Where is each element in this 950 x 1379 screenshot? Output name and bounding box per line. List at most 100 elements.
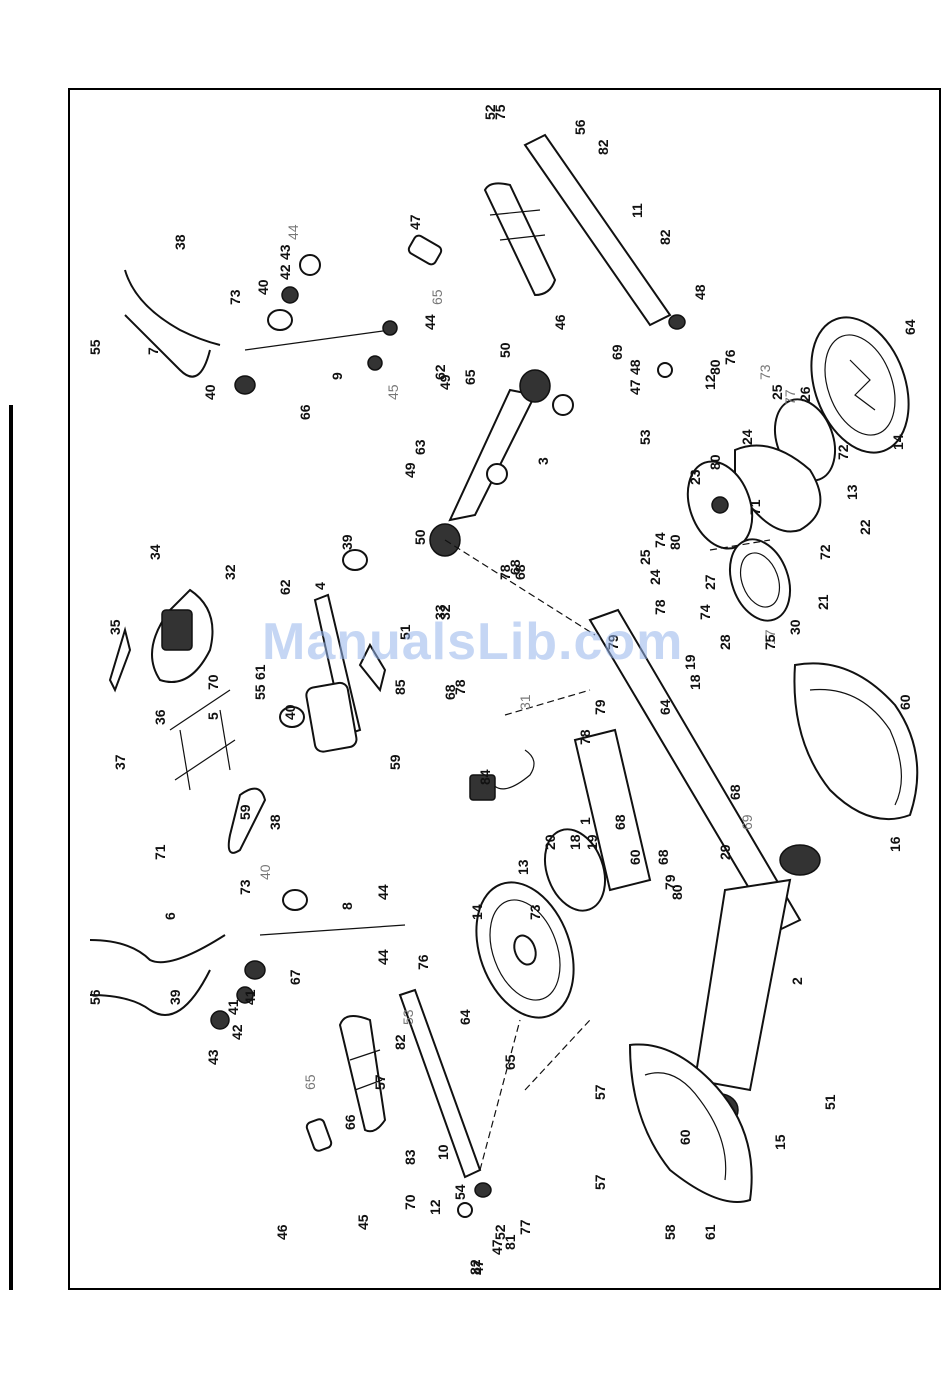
callout: 76 bbox=[415, 954, 431, 970]
drive-gear bbox=[729, 538, 791, 622]
disc-left bbox=[544, 828, 606, 912]
right-pedal-arm bbox=[407, 133, 686, 378]
callout: 60 bbox=[677, 1129, 693, 1145]
main-frame-tube bbox=[573, 608, 802, 934]
callout: 65 bbox=[502, 1054, 518, 1070]
callout: 23 bbox=[687, 469, 703, 485]
callout: 85 bbox=[392, 679, 408, 695]
callout: 9 bbox=[329, 372, 345, 380]
callout: 43 bbox=[205, 1049, 221, 1065]
exploded-parts-diagram: 1 2 3 4 5 6 7 8 9 10 11 12 12 13 13 14 1… bbox=[87, 104, 919, 1275]
callout: 58 bbox=[662, 1224, 678, 1240]
callout: 32 bbox=[222, 564, 238, 580]
callout: 4 bbox=[312, 582, 328, 590]
callout: 54 bbox=[452, 1184, 468, 1200]
callout: 47 bbox=[407, 214, 423, 230]
callout: 47 bbox=[470, 1259, 486, 1275]
console-unit bbox=[108, 588, 214, 693]
callout: 59 bbox=[237, 804, 253, 820]
callout: 40 bbox=[257, 864, 273, 880]
callout: 12 bbox=[702, 374, 718, 390]
callout: 65 bbox=[302, 1074, 318, 1090]
callout: 55 bbox=[252, 684, 268, 700]
callout: 66 bbox=[342, 1114, 358, 1130]
callout: 30 bbox=[787, 619, 803, 635]
assembly-guide-lines bbox=[444, 539, 771, 1171]
callout: 75 bbox=[492, 104, 508, 120]
callout: 68 bbox=[512, 564, 528, 580]
callout: 49 bbox=[402, 462, 418, 478]
callout: 65 bbox=[462, 369, 478, 385]
callout: 68 bbox=[727, 784, 743, 800]
callout: 75 bbox=[762, 634, 778, 650]
callout: 79 bbox=[592, 699, 608, 715]
callout: 39 bbox=[339, 534, 355, 550]
callout: 51 bbox=[397, 624, 413, 640]
callout: 13 bbox=[515, 859, 531, 875]
callout: 45 bbox=[385, 384, 401, 400]
callout: 14 bbox=[890, 434, 906, 450]
callout: 3 bbox=[535, 457, 551, 465]
callout: 7 bbox=[145, 347, 161, 355]
callout: 80 bbox=[667, 534, 683, 550]
callout: 52 bbox=[482, 104, 498, 120]
callout: 35 bbox=[107, 619, 123, 635]
callout: 22 bbox=[857, 519, 873, 535]
callout: 17 bbox=[762, 629, 778, 645]
part-callouts: 1 2 3 4 5 6 7 8 9 10 11 12 12 13 13 14 1… bbox=[87, 104, 918, 1275]
callout: 78 bbox=[652, 599, 668, 615]
shroud-left bbox=[628, 1043, 753, 1203]
callout: 44 bbox=[422, 314, 438, 330]
callout: 72 bbox=[817, 544, 833, 560]
flywheel-right bbox=[810, 316, 910, 454]
callout: 6 bbox=[162, 912, 178, 920]
callout: 73 bbox=[237, 879, 253, 895]
callout: 31 bbox=[517, 694, 533, 710]
callout: 24 bbox=[739, 429, 755, 445]
callout: 50 bbox=[497, 342, 513, 358]
callout: 82 bbox=[657, 229, 673, 245]
shroud-right bbox=[793, 662, 919, 821]
callout: 63 bbox=[412, 439, 428, 455]
callout: 77 bbox=[517, 1219, 533, 1235]
callout: 83 bbox=[402, 1149, 418, 1165]
callout: 80 bbox=[707, 454, 723, 470]
callout: 19 bbox=[584, 834, 600, 850]
callout: 25 bbox=[637, 549, 653, 565]
callout: 60 bbox=[897, 694, 913, 710]
callout: 49 bbox=[437, 374, 453, 390]
rear-stabilizer bbox=[429, 369, 574, 557]
callout: 82 bbox=[467, 1259, 483, 1275]
callout: 81 bbox=[502, 1234, 518, 1250]
callout: 56 bbox=[87, 989, 103, 1005]
callout: 14 bbox=[469, 904, 485, 920]
callout: 2 bbox=[789, 977, 805, 985]
callout: 72 bbox=[835, 444, 851, 460]
callout: 44 bbox=[375, 949, 391, 965]
callout: 42 bbox=[229, 1024, 245, 1040]
callout: 69 bbox=[739, 814, 755, 830]
callout: 61 bbox=[702, 1224, 718, 1240]
callout: 15 bbox=[772, 1134, 788, 1150]
callout: 20 bbox=[542, 834, 558, 850]
page-margin-rule bbox=[9, 405, 13, 1290]
callout: 80 bbox=[669, 884, 685, 900]
callout: 66 bbox=[297, 404, 313, 420]
callout: 10 bbox=[435, 1144, 451, 1160]
callout: 12 bbox=[427, 1199, 443, 1215]
callout: 33 bbox=[432, 604, 448, 620]
callout: 68 bbox=[507, 559, 523, 575]
callout: 69 bbox=[609, 344, 625, 360]
diagram-frame bbox=[68, 88, 941, 1290]
callout: 21 bbox=[815, 594, 831, 610]
callout: 79 bbox=[662, 874, 678, 890]
callout: 78 bbox=[497, 564, 513, 580]
callout: 40 bbox=[202, 384, 218, 400]
callout: 70 bbox=[402, 1194, 418, 1210]
callout: 11 bbox=[629, 203, 645, 218]
callout: 73 bbox=[527, 904, 543, 920]
callout: 55 bbox=[87, 339, 103, 355]
callout: 76 bbox=[722, 349, 738, 365]
callout: 1 bbox=[577, 817, 593, 825]
